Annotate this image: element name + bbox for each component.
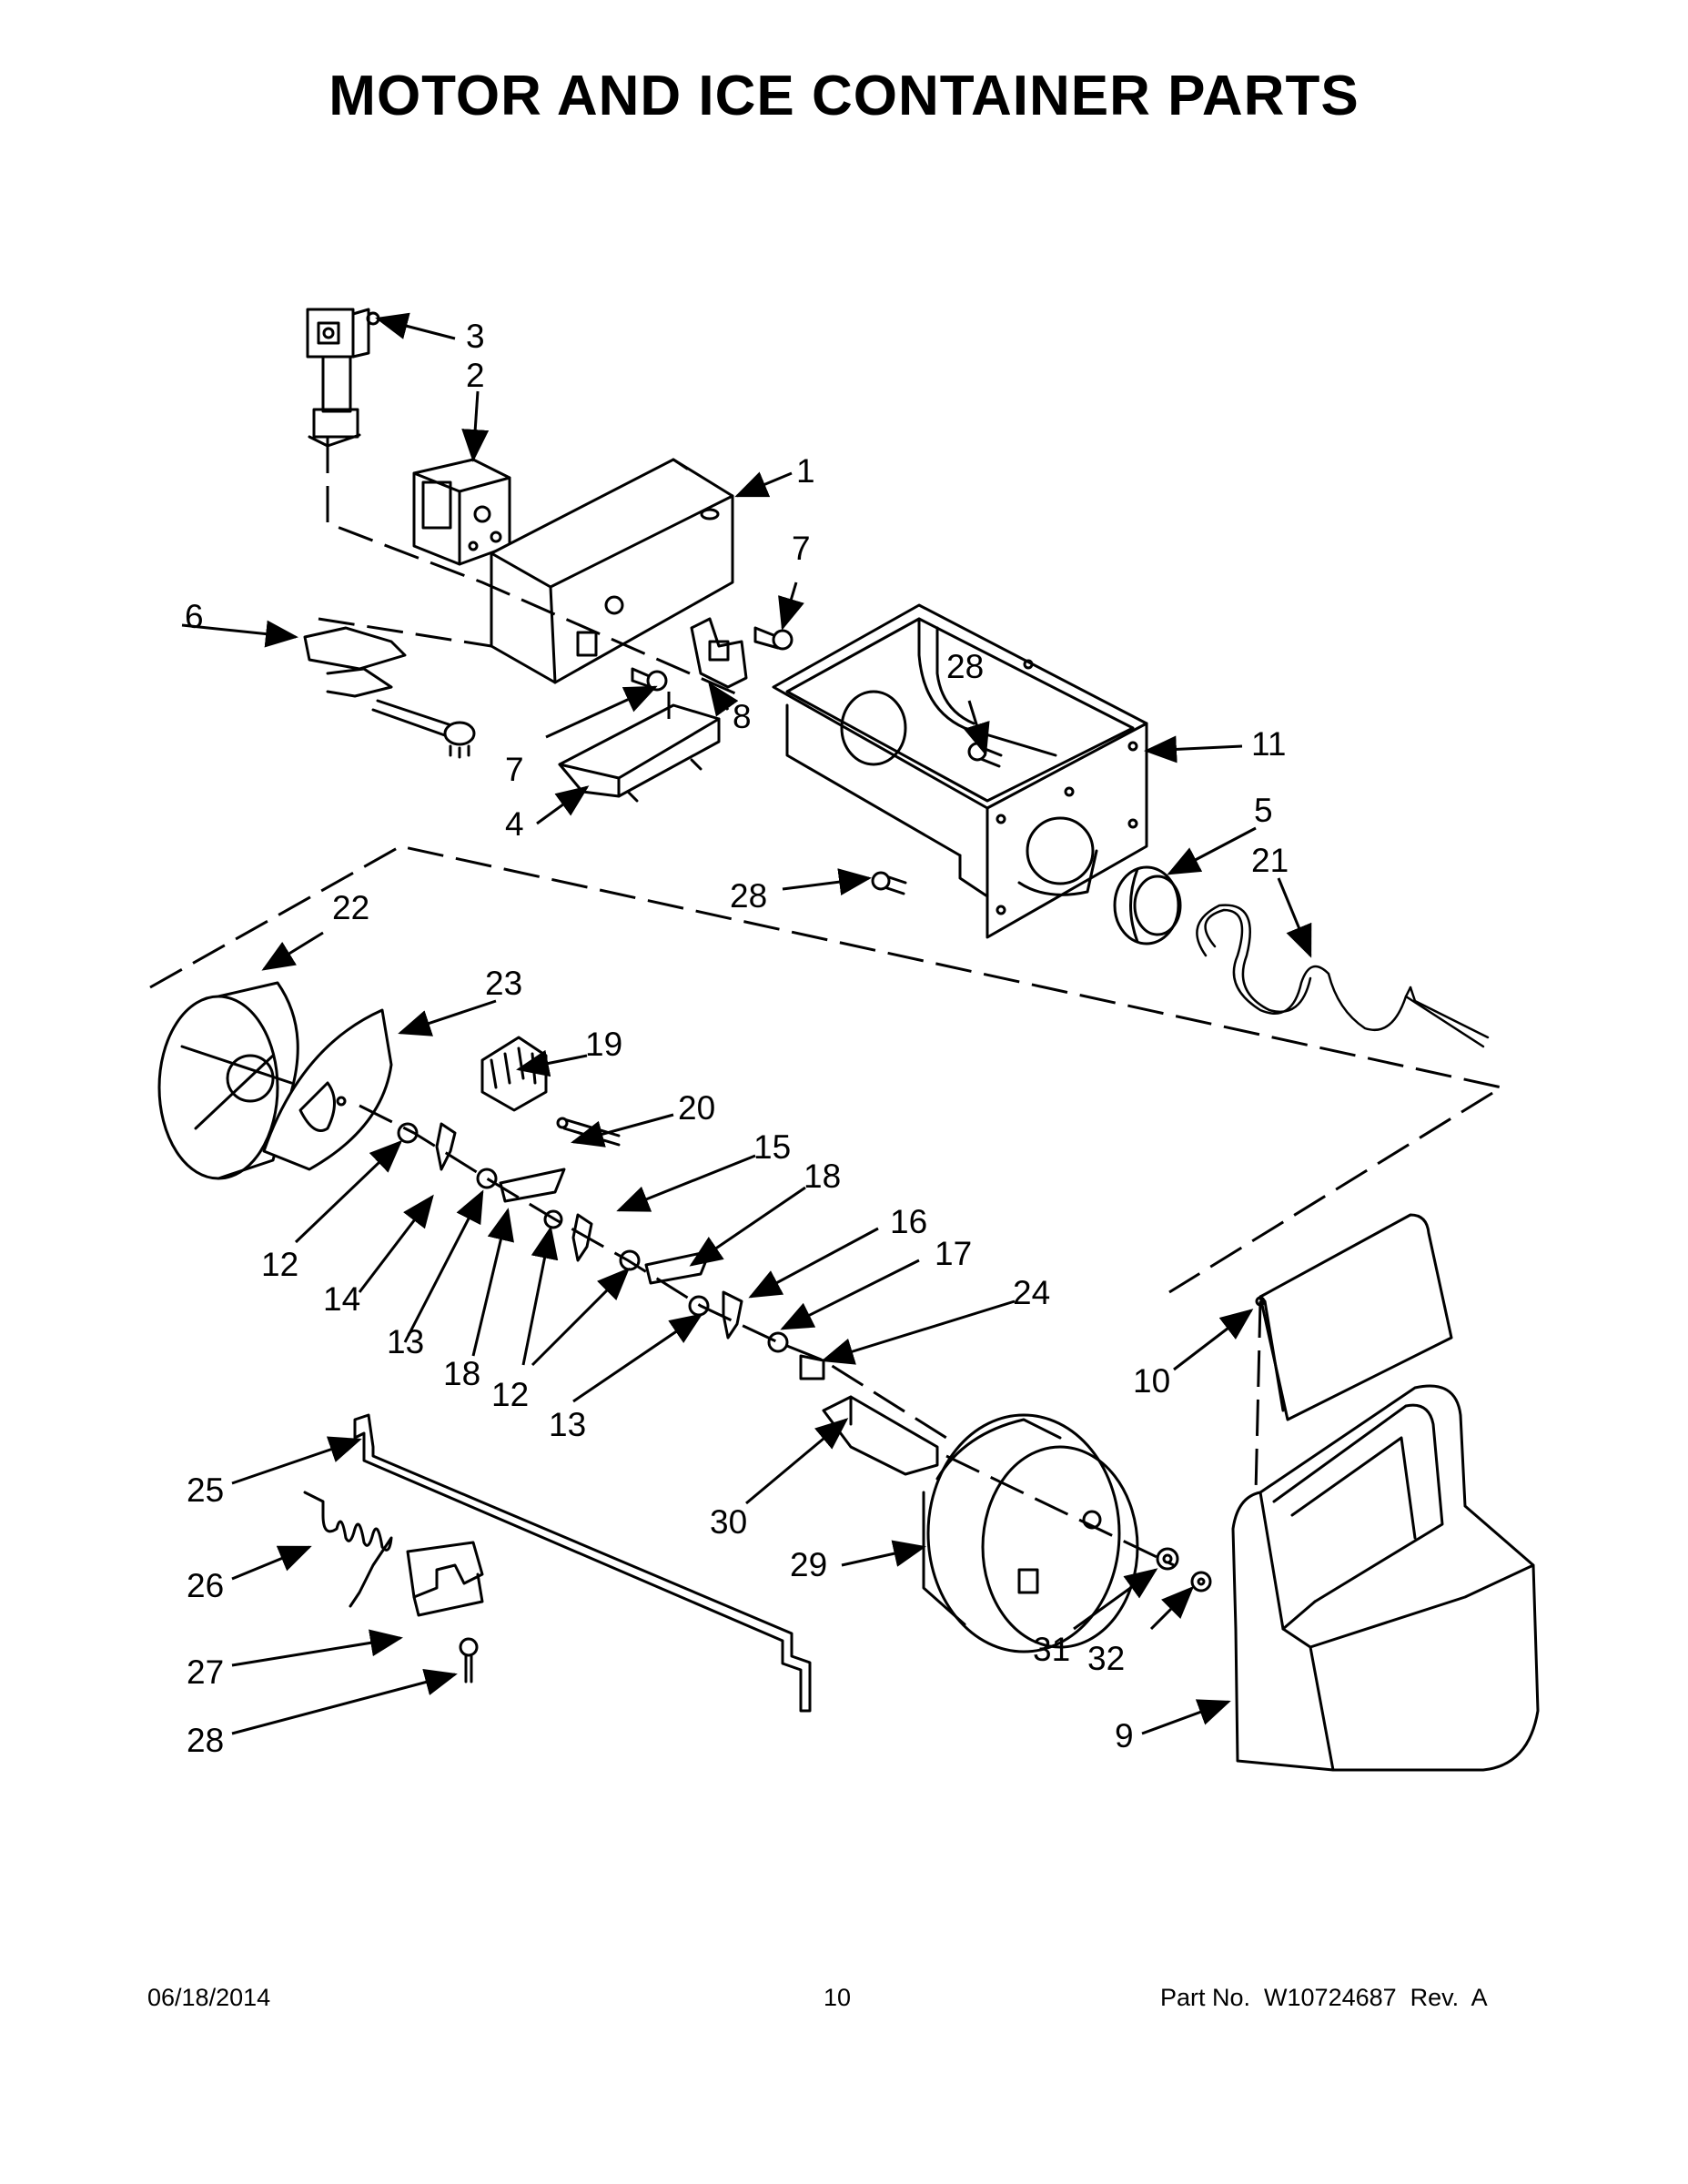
rod-part [353,1413,812,1713]
callout-20: 20 [678,1089,715,1127]
bracket-part [690,617,748,689]
divider-plate-part [262,1008,393,1171]
crusher-bracket-part [822,1395,939,1476]
callout-13-right: 13 [549,1406,586,1443]
callout-30: 30 [710,1503,747,1541]
callout-26: 26 [187,1567,224,1604]
ice-maker-motor-part [412,458,511,566]
footer-part-number: Part No. W10724687 Rev. A [1160,1984,1488,2011]
callout-25: 25 [187,1471,224,1509]
leader-arrows [181,312,1312,1735]
callout-23: 23 [485,965,522,1002]
callout-24: 24 [1013,1274,1050,1311]
wiring-harness-part [303,626,476,759]
callout-9: 9 [1115,1717,1134,1754]
callout-16: 16 [890,1203,927,1240]
callout-6: 6 [185,598,204,635]
heater-wire-part [1196,904,1490,1048]
callout-27: 27 [187,1653,224,1691]
water-valve-part [306,308,380,448]
callout-28-middle: 28 [730,877,767,915]
bearing-part [1113,865,1182,945]
ice-container-part [772,603,1148,939]
callout-31: 31 [1033,1631,1070,1668]
callout-4: 4 [505,805,524,843]
callout-7-upper: 7 [792,530,811,567]
callout-28-upper: 28 [946,648,984,685]
callout-22: 22 [332,889,369,926]
spring-part [303,1491,393,1608]
washers-31-32 [1156,1547,1212,1592]
clip-part [406,1541,484,1617]
callout-21: 21 [1251,842,1289,879]
callout-1: 1 [796,452,815,490]
callout-32: 32 [1087,1640,1125,1677]
blade-assembly-part [480,1036,548,1112]
front-chute-part [1231,1384,1540,1772]
callout-28-lower: 28 [187,1722,224,1759]
callout-7-lower: 7 [505,751,524,788]
callout-5: 5 [1254,792,1273,829]
callout-10: 10 [1133,1362,1170,1400]
callout-19: 19 [585,1026,622,1063]
footer-date: 06/18/2014 [147,1984,271,2011]
callout-3: 3 [466,318,485,355]
callout-labels: 3 2 1 7 6 7 8 4 28 11 5 21 28 22 23 19 2… [185,318,1289,1759]
callout-18-right: 18 [804,1158,841,1195]
screw-part-28-lower [459,1637,479,1684]
callout-13-left: 13 [387,1323,424,1360]
page-title: MOTOR AND ICE CONTAINER PARTS [329,65,1359,127]
screw-part-28-middle [871,871,907,895]
auger-motor-part [922,1413,1139,1653]
callout-12-left: 12 [261,1246,298,1283]
assembly-dash-lines [149,437,1505,1567]
callout-12-middle: 12 [491,1376,529,1413]
callout-14: 14 [323,1280,360,1318]
control-housing-part [490,458,734,684]
callout-8: 8 [733,698,752,735]
footer-page-number: 10 [824,1984,852,2011]
callout-15: 15 [753,1128,791,1166]
callout-11: 11 [1251,725,1286,763]
callout-18-left: 18 [443,1355,480,1392]
auger-drum-part [157,981,299,1180]
callout-2: 2 [466,357,485,394]
callout-29: 29 [790,1546,827,1583]
callout-17: 17 [935,1235,972,1272]
